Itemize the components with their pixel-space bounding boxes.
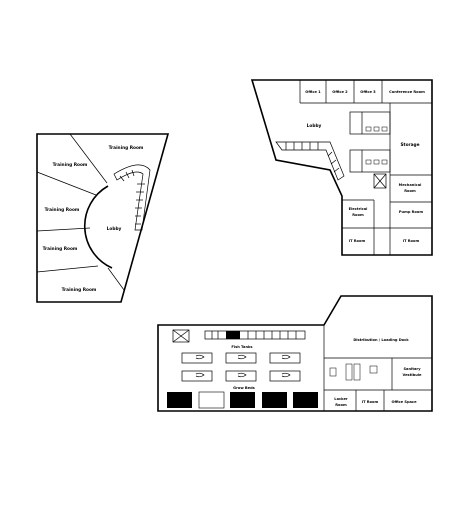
room-label: Locker [334,397,348,401]
room-label: IT Room [362,400,379,404]
fixture [365,126,372,132]
fish-tank [181,370,213,382]
fixture [345,363,353,381]
fish-tank [269,352,301,364]
room-label: Pump Room [399,210,423,214]
equipment-block [226,331,240,339]
fixture [381,126,388,132]
grow-bed [167,392,192,408]
room-label: Office 1 [305,90,321,94]
fixture [353,363,361,381]
wall [36,171,97,196]
room-label: Grow Beds [233,386,255,390]
fish-tanks [181,352,301,382]
training-stair [113,164,151,231]
room-label: Training Room [45,207,80,213]
room-label: Room [352,213,364,217]
fixture [369,365,378,374]
elevator [373,173,387,189]
grow-bed [230,392,255,408]
office-wing: Office 1 Office 2 Office 3 Conference Ro… [250,79,433,256]
fish-tank [269,370,301,382]
grow-bed [198,391,225,409]
room-label: Storage [400,142,419,148]
fixture [329,367,337,377]
crate [172,329,190,343]
wall [69,133,108,184]
lobby-curved-wall [83,185,113,269]
wall [36,227,91,232]
room-label: Training Room [53,162,88,168]
fixture [365,159,372,165]
wall [36,265,99,273]
equipment-rail [204,330,306,340]
room-label: Electrical [349,207,368,211]
grow-bed [262,392,287,408]
room-label: Sanitary [403,367,421,371]
fish-tank [225,352,257,364]
fixture [373,159,380,165]
room-label: Conference Room [389,90,425,94]
room-label: Training Room [62,287,97,293]
room-label: Vestibule [403,373,422,377]
room-label: Room [335,403,347,407]
grow-bed [293,392,318,408]
grow-beds [167,391,318,409]
room-label: Lobby [307,123,322,129]
training-wing: Training Room Training Room Training Roo… [36,133,170,303]
office-wing-outline [250,79,433,256]
fish-tank [225,370,257,382]
room-label: Training Room [109,145,144,151]
fish-tank [181,352,213,364]
room-label: Lobby [107,226,122,232]
room-label: Office Space [391,400,417,404]
office-stair [275,141,345,181]
room-label: Office 2 [332,90,348,94]
training-wing-outline [36,133,170,303]
room-label: Fish Tanks [231,345,252,349]
room-label: Room [404,189,416,193]
room-label: Office 3 [360,90,376,94]
fixture [373,126,380,132]
room-label: Distribution / Loading Dock [353,338,409,342]
room-label: Training Room [43,246,78,252]
grow-wing: Fish Tanks Grow Beds Distribution / Load… [157,295,433,412]
room-label: Mechanical [399,183,422,187]
room-label: IT Room [403,239,420,243]
room-label: IT Room [349,239,366,243]
wall [107,267,125,291]
fixture [381,159,388,165]
